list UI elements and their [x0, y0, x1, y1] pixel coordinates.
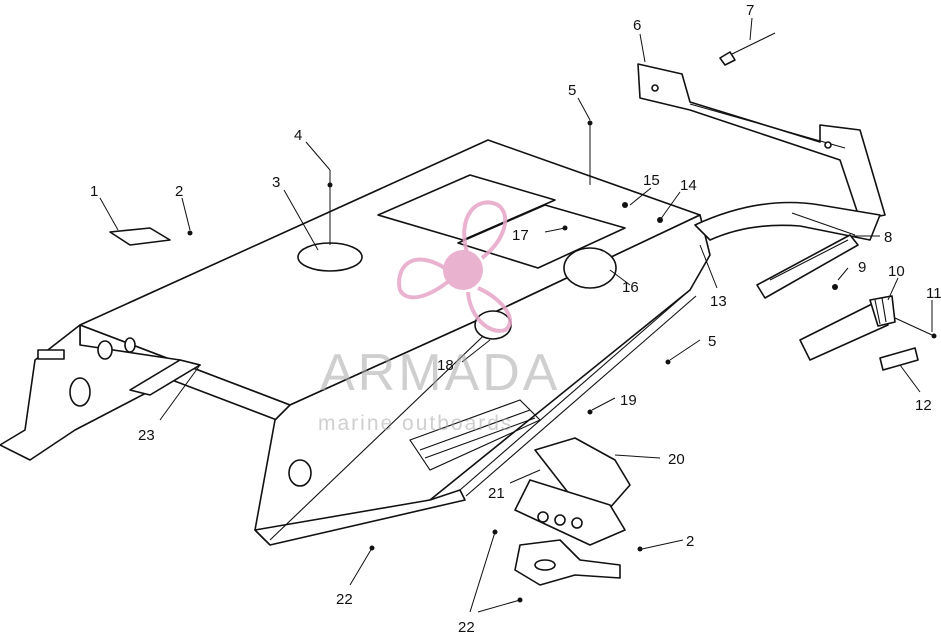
callout-22a: 22 — [336, 591, 353, 608]
callout-1: 1 — [90, 183, 98, 200]
callout-2a: 2 — [175, 183, 183, 200]
callout-5b: 5 — [708, 333, 716, 350]
callout-4: 4 — [294, 127, 302, 144]
callout-20: 20 — [668, 451, 685, 468]
pad-part-12 — [879, 347, 919, 371]
callout-5a: 5 — [568, 82, 576, 99]
plate-part-1 — [109, 227, 171, 246]
fastener-markers — [187, 120, 838, 603]
callout-18: 18 — [437, 357, 454, 374]
callout-2b: 2 — [686, 533, 694, 550]
callout-10: 10 — [888, 263, 905, 280]
bracket-part-22 — [514, 539, 621, 586]
watermark-tagline: marine outboards — [318, 412, 513, 435]
callout-9: 9 — [858, 259, 866, 276]
bolt-part-7 — [719, 32, 776, 66]
propeller-blade-right — [466, 286, 512, 333]
propeller-logo — [397, 200, 512, 333]
callout-22b: 22 — [458, 619, 475, 633]
watermark-brand: ARMADA — [320, 344, 560, 402]
callout-3: 3 — [272, 174, 280, 191]
rail-part-9 — [756, 234, 859, 299]
callout-13: 13 — [710, 293, 727, 310]
armada-watermark: ARMADA marine outboards — [318, 200, 560, 435]
callout-11: 11 — [926, 285, 941, 302]
callout-labels: 1 2 3 4 5 6 7 8 9 10 11 12 13 14 15 16 1… — [90, 2, 941, 633]
propeller-hub — [443, 250, 483, 290]
callout-17: 17 — [512, 227, 529, 244]
bumper-part-8 — [694, 201, 881, 241]
leader-lines — [99, 17, 933, 613]
callout-23: 23 — [138, 427, 155, 444]
bracket-part-20 — [514, 437, 631, 546]
callout-21: 21 — [488, 485, 505, 502]
callout-6: 6 — [633, 17, 641, 34]
tunnel-assembly — [0, 139, 711, 546]
propeller-blade-left — [397, 257, 452, 300]
callout-7: 7 — [746, 2, 754, 19]
callout-14: 14 — [680, 177, 697, 194]
propeller-blade-upper — [462, 200, 508, 260]
callout-8: 8 — [884, 229, 892, 246]
callout-12: 12 — [915, 397, 932, 414]
foot-block-part-10 — [799, 295, 896, 361]
screw-part-11 — [894, 317, 937, 339]
callout-19: 19 — [620, 392, 637, 409]
callout-16: 16 — [622, 279, 639, 296]
callout-15: 15 — [643, 172, 660, 189]
rear-bracket-part-6 — [637, 63, 886, 221]
